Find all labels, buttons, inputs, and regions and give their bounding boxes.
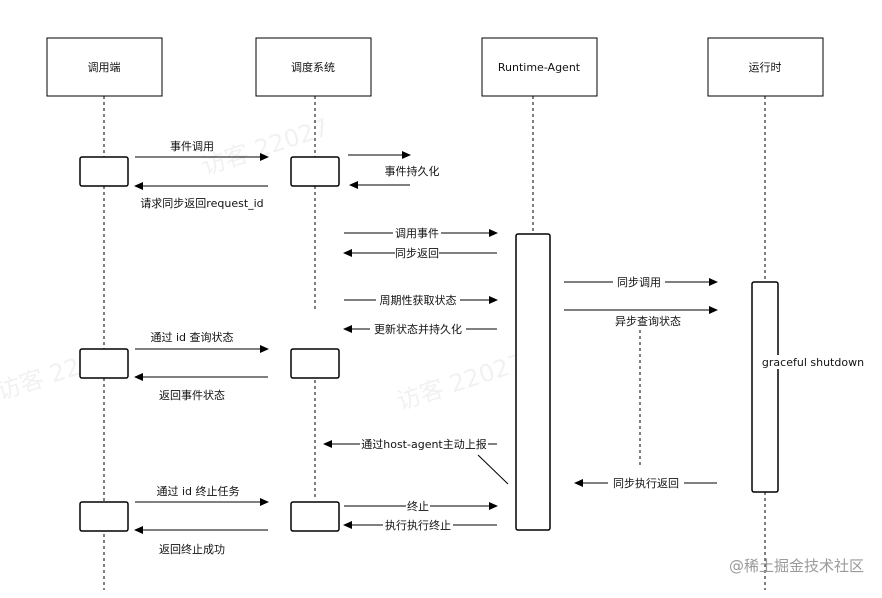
activation-runtime [751, 281, 779, 493]
message-labels: 事件调用 事件持久化 请求同步返回request_id 调用事件 同步返回 周期… [140, 140, 864, 556]
activation-scheduler-3 [290, 501, 340, 532]
participant-box-runtime-agent [481, 37, 598, 97]
activation-boxes [79, 156, 779, 532]
participant-box-runtime [707, 37, 824, 97]
label-update-persist: 更新状态并持久化 [374, 322, 462, 336]
watermarks: 访客 22027 访客 2202 访客 22027 [0, 113, 527, 415]
activation-runtime-agent [515, 233, 551, 531]
activation-caller-1 [79, 156, 129, 187]
label-invoke-event: 调用事件 [395, 227, 439, 240]
activation-scheduler-1 [290, 156, 340, 187]
label-query-by-id: 通过 id 查询状态 [150, 330, 233, 344]
participant-label-scheduler: 调度系统 [291, 60, 335, 74]
label-return-event-status: 返回事件状态 [159, 388, 225, 402]
label-exec-terminate: 执行执行终止 [385, 518, 451, 532]
label-sync-call: 同步调用 [617, 276, 661, 289]
label-return-terminate-success: 返回终止成功 [159, 542, 225, 556]
participant-label-caller: 调用端 [88, 61, 121, 74]
label-terminate: 终止 [407, 499, 429, 513]
label-sync-return-request-id: 请求同步返回request_id [140, 197, 263, 210]
activation-scheduler-2 [290, 348, 340, 379]
credit-watermark: @稀土掘金技术社区 [728, 557, 864, 575]
label-sync-return: 同步返回 [395, 247, 439, 260]
participant-box-scheduler [255, 37, 372, 97]
label-event-persist: 事件持久化 [385, 164, 440, 178]
label-terminate-by-id: 通过 id 终止任务 [156, 484, 239, 498]
participant-label-runtime: 运行时 [749, 61, 782, 74]
label-sync-exec-return: 同步执行返回 [613, 476, 679, 490]
label-backgrounds [360, 226, 861, 532]
label-periodic-fetch: 周期性获取状态 [380, 293, 457, 307]
label-host-agent-report: 通过host-agent主动上报 [361, 437, 487, 451]
activation-caller-3 [79, 501, 129, 532]
runtime-note: graceful shutdown [762, 356, 864, 369]
label-event-call: 事件调用 [170, 140, 214, 153]
label-async-query: 异步查询状态 [615, 314, 681, 328]
connector-host-agent-report [477, 454, 509, 485]
participant-headers: 调用端 调度系统 Runtime-Agent 运行时 [46, 37, 824, 97]
participant-label-runtime-agent: Runtime-Agent [498, 61, 581, 74]
activation-caller-2 [79, 348, 129, 379]
watermark: 访客 22027 [393, 348, 527, 415]
